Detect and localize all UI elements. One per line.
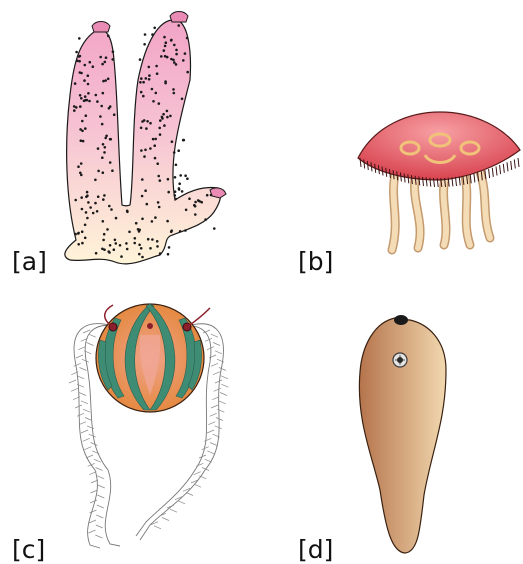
panel-label-d: [d]: [298, 537, 333, 562]
sponge-icon: [65, 12, 226, 264]
jellyfish-icon: [358, 112, 520, 250]
panel-label-c: [c]: [12, 537, 45, 562]
flatworm-icon: [359, 315, 446, 553]
comb-jelly-icon: [69, 304, 228, 548]
panel-label-a: [a]: [12, 249, 47, 274]
panel-label-b: [b]: [298, 249, 333, 274]
